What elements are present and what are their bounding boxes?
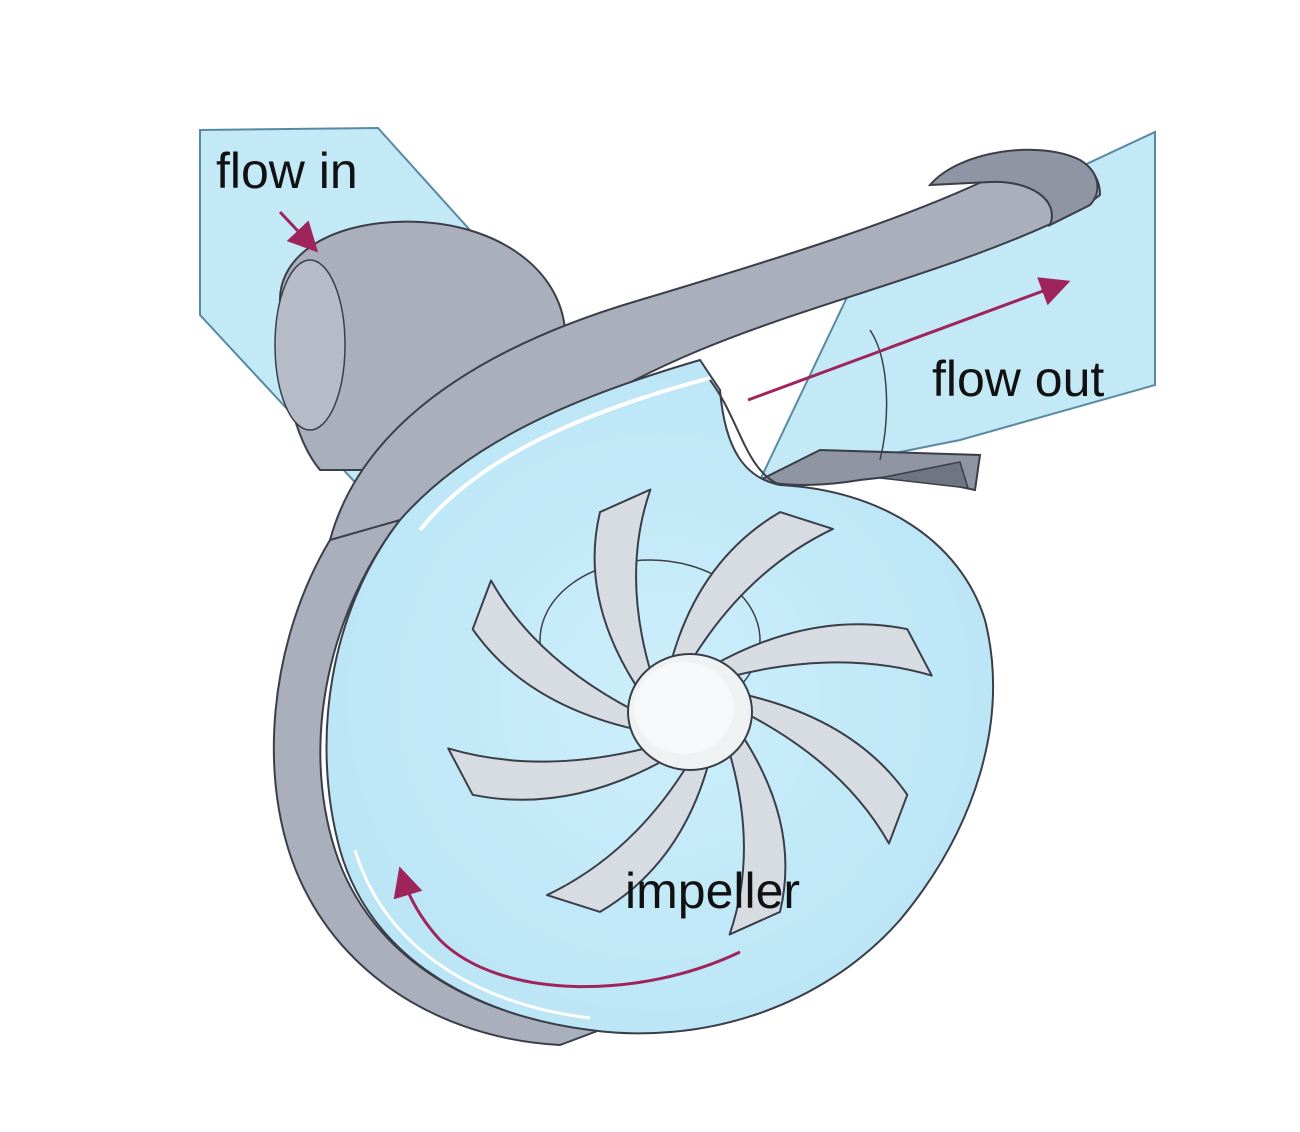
impeller-label: impeller [625,863,800,919]
impeller-blade [669,511,834,666]
impeller-blade [447,746,669,801]
impeller-blade [546,758,711,913]
impeller-blade [471,579,640,732]
impeller-hub [627,653,753,771]
flow-out-arrow [747,277,1071,402]
flow-in-label: flow in [216,143,358,199]
flow-out-label: flow out [932,351,1104,407]
impeller-blade [727,731,787,936]
flow-in-arrow [278,210,319,253]
impeller-blades [447,488,933,936]
impeller-blade [593,488,653,693]
impeller-blade [711,623,933,678]
rotation-arrow [393,866,741,989]
impeller-blade [740,692,909,845]
